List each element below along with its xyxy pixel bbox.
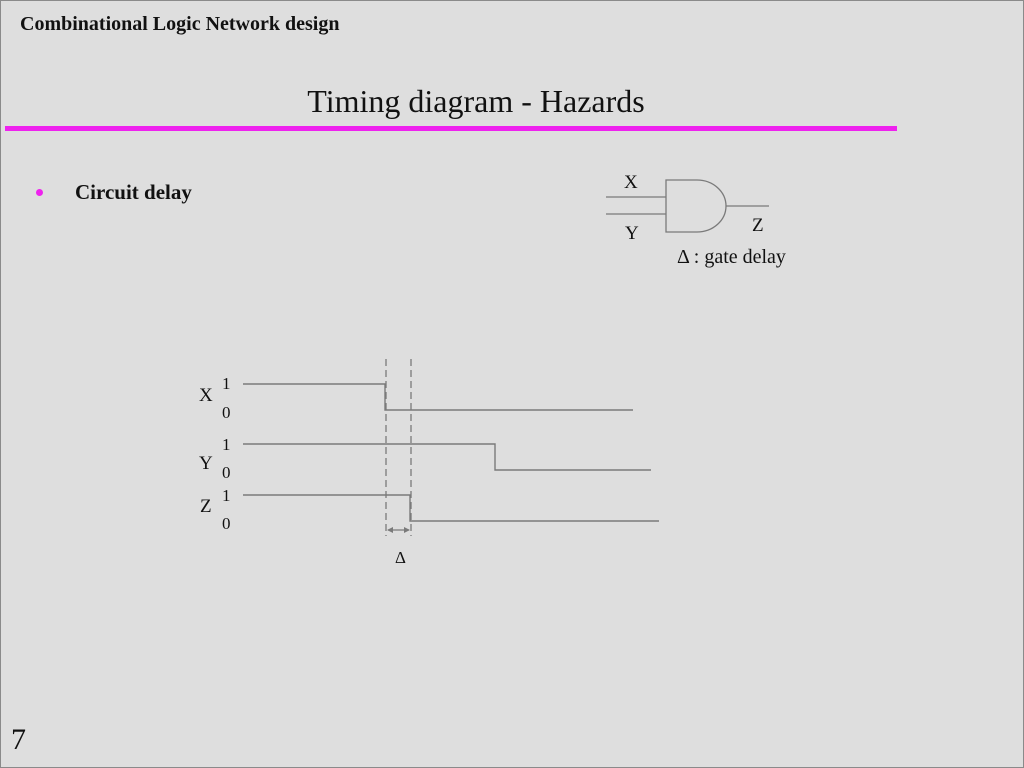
slide-title: Timing diagram - Hazards bbox=[307, 83, 645, 119]
slide-header: Combinational Logic Network design bbox=[20, 13, 340, 35]
signal-y-name: Y bbox=[199, 453, 213, 474]
waveform-y bbox=[243, 443, 651, 471]
signal-y-high-label: 1 bbox=[222, 435, 231, 454]
bullet-dot-icon bbox=[36, 189, 43, 196]
waveform-x bbox=[243, 383, 633, 411]
signal-z-low-label: 0 bbox=[222, 514, 231, 533]
gate-input-y-label: Y bbox=[625, 223, 639, 244]
gate-delay-caption: Δ : gate delay bbox=[677, 246, 786, 268]
delay-arrow bbox=[387, 527, 410, 533]
title-underline bbox=[5, 126, 897, 131]
delay-symbol-label: Δ bbox=[395, 548, 406, 567]
signal-y-low-label: 0 bbox=[222, 463, 231, 482]
signal-z-high-label: 1 bbox=[222, 486, 231, 505]
signal-z-name: Z bbox=[200, 496, 212, 517]
and-gate-schematic bbox=[606, 179, 769, 233]
waveform-z bbox=[243, 494, 659, 522]
gate-output-z-label: Z bbox=[752, 215, 764, 236]
signal-x-high-label: 1 bbox=[222, 374, 231, 393]
signal-x-low-label: 0 bbox=[222, 403, 231, 422]
signal-x-name: X bbox=[199, 385, 213, 406]
bullet-circuit-delay: Circuit delay bbox=[75, 180, 192, 204]
page-number: 7 bbox=[11, 723, 26, 756]
and-gate-body bbox=[665, 179, 727, 233]
gate-input-x-label: X bbox=[624, 172, 638, 193]
